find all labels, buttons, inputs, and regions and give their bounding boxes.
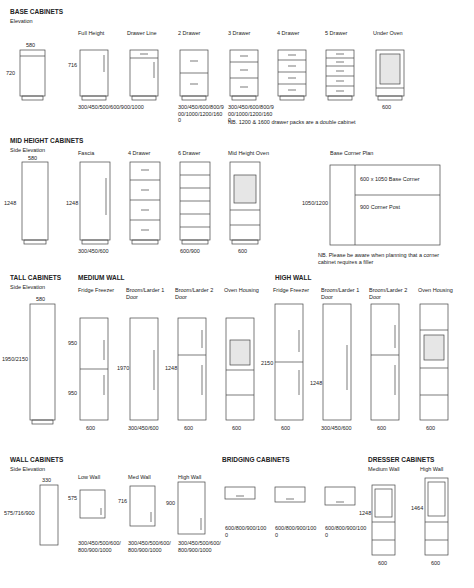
dimension-label: Medium Wall	[368, 466, 400, 473]
dimension-label: 300/450/600/800/900/1000/1200/1600	[178, 104, 224, 124]
dimension-label: 600	[184, 425, 193, 432]
dimension-label: 600	[426, 425, 435, 432]
dimension-label: 6 Drawer	[178, 150, 200, 157]
dimension-label: 720	[6, 70, 15, 77]
dimension-label: 1464	[411, 505, 423, 512]
dimension-label: 950	[68, 340, 77, 347]
dimension-label: Side Elevation	[10, 466, 45, 473]
section-heading: TALL CABINETS	[10, 274, 61, 282]
dimension-label: 300/450/500/600/800/900/1000	[78, 540, 123, 553]
dimension-label: 300/450/600	[321, 425, 352, 432]
dimension-label: NB. 1200 & 1600 drawer packs are a doubl…	[228, 119, 356, 126]
dimension-label: 2 Drawer	[178, 30, 200, 37]
dimension-label: 1248	[310, 380, 322, 387]
dimension-label: 575	[68, 495, 77, 502]
dimension-label: Elevation	[10, 18, 33, 25]
dimension-label: NB. Please be aware when planning that a…	[318, 252, 458, 265]
section-heading: BRIDGING CABINETS	[222, 456, 290, 464]
dimension-label: 950	[68, 390, 77, 397]
dimension-label: 600	[431, 560, 440, 567]
dimension-label: Low Wall	[78, 474, 100, 481]
dimension-label: Oven Housing	[418, 287, 453, 294]
dimension-label: 716	[118, 498, 127, 505]
dimension-label: 4 Drawer	[277, 30, 299, 37]
dimension-label: 575/716/900	[4, 510, 35, 517]
dimension-label: Med Wall	[128, 474, 151, 481]
dimension-label: 600	[378, 560, 387, 567]
section-heading: HIGH WALL	[275, 274, 311, 282]
dimension-label: 300/450/600	[128, 425, 159, 432]
dimension-label: 300/450/500/600/800/900/1000	[178, 540, 222, 553]
dimension-label: 1950/2150	[2, 356, 28, 363]
dimension-label: Broom/Larder 2 Door	[175, 287, 220, 300]
dimension-label: 600	[238, 248, 247, 255]
dimension-label: Base Corner Plan	[330, 150, 373, 157]
dimension-label: Mid Height Oven	[228, 150, 269, 157]
dimension-label: 300/450/500/600/900/1000	[78, 104, 144, 111]
dimension-label: Side Elevation	[10, 284, 45, 291]
dimension-label: High Wall	[178, 474, 201, 481]
dimension-label: Broom/Larder 1 Door	[321, 287, 366, 300]
dimension-label: 580	[36, 296, 45, 303]
dimension-label: 2150	[261, 360, 273, 367]
dimension-label: Oven Housing	[224, 287, 259, 294]
dimension-label: 600 x 1050 Base Corner	[360, 176, 420, 183]
dimension-label: 1248	[359, 510, 371, 517]
dimension-label: 330	[42, 477, 51, 484]
dimension-label: 600	[377, 425, 386, 432]
dimension-label: 4 Drawer	[128, 150, 150, 157]
dimension-label: 716	[68, 62, 77, 69]
dimension-label: 1248	[165, 365, 177, 372]
dimension-label: 600/800/900/1000	[275, 525, 317, 538]
dimension-label: 900 Corner Post	[360, 204, 400, 211]
dimension-label: 580	[26, 42, 35, 49]
dimension-label: 3 Drawer	[228, 30, 250, 37]
dimension-label: 300/450/600	[78, 248, 109, 255]
section-heading: BASE CABINETS	[10, 8, 63, 16]
dimension-label: Under Oven	[373, 30, 403, 37]
dimension-label: 1970	[117, 365, 129, 372]
dimension-label: 600/800/900/1000	[225, 525, 267, 538]
dimension-label: 1248	[4, 200, 16, 207]
dimension-label: 1050/1200	[302, 200, 328, 207]
dimension-label: 600/900	[180, 248, 200, 255]
dimension-label: Fascia	[78, 150, 94, 157]
dimension-label: 600/800/900/1000	[325, 525, 367, 538]
dimension-label: 580	[28, 155, 37, 162]
section-heading: DRESSER CABINETS	[368, 456, 434, 464]
dimension-label: 900	[166, 500, 175, 507]
dimension-label: Fridge Freezer	[78, 287, 114, 294]
dimension-label: 600	[232, 425, 241, 432]
section-heading: MEDIUM WALL	[78, 274, 125, 282]
dimension-label: Broom/Larder 1 Door	[126, 287, 171, 300]
section-heading: WALL CABINETS	[10, 456, 63, 464]
dimension-label: Fridge Freezer	[273, 287, 309, 294]
dimension-label: Full Height	[78, 30, 104, 37]
dimension-label: High Wall	[420, 466, 443, 473]
dimension-label: 1248	[66, 200, 78, 207]
dimension-label: 600	[86, 425, 95, 432]
dimension-label: 600	[382, 104, 391, 111]
dimension-label: Drawer Line	[127, 30, 157, 37]
dimension-label: 600	[281, 425, 290, 432]
dimension-label: Broom/Larder 2 Door	[369, 287, 414, 300]
dimension-label: 5 Drawer	[325, 30, 347, 37]
dimension-label: Side Elevation	[10, 147, 45, 154]
dimension-label: 300/450/500/600/800/900/1000	[128, 540, 173, 553]
section-heading: MID HEIGHT CABINETS	[10, 137, 83, 145]
